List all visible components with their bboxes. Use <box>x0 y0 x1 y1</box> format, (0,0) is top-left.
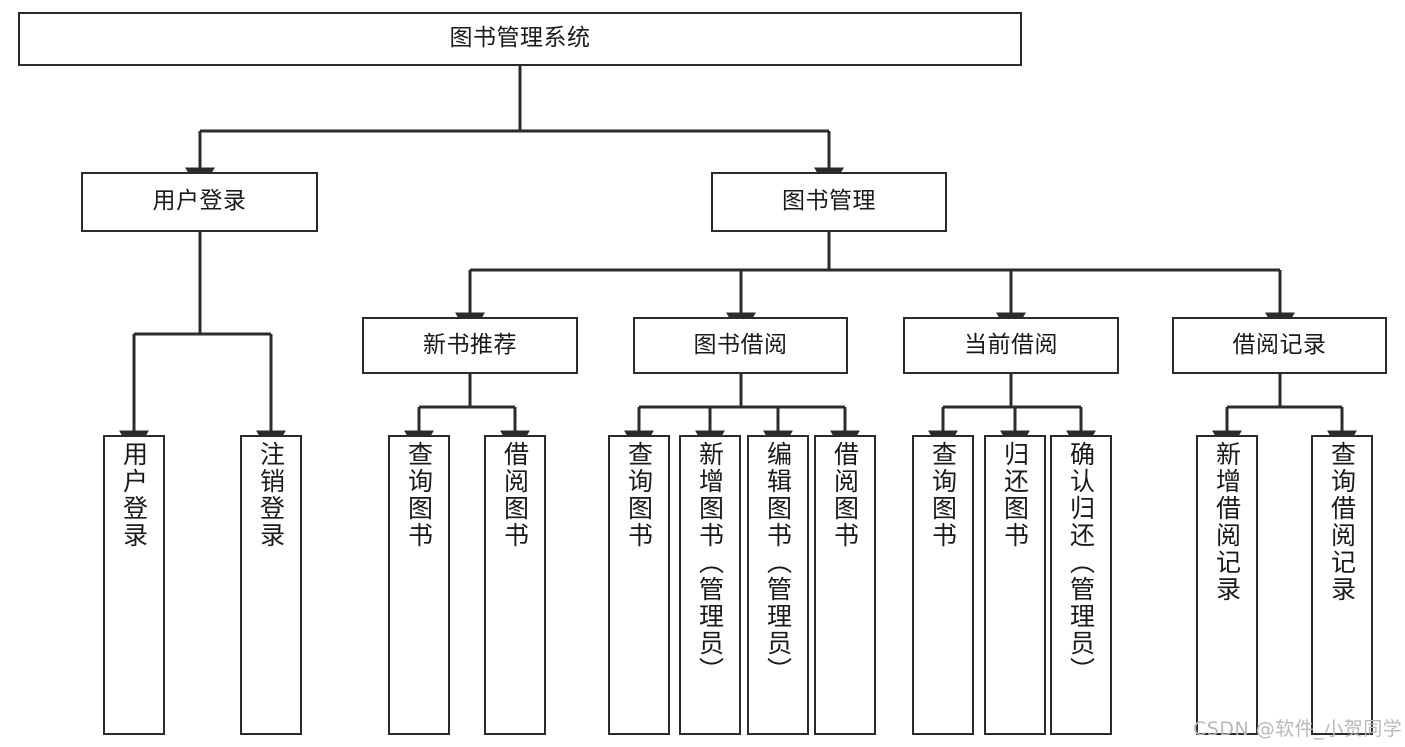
node-label: 图书借阅 <box>693 331 788 358</box>
watermark-label: CSDN @软件_小贺同学 <box>1193 718 1403 740</box>
node-label: 新增图书（管理员） <box>695 441 725 684</box>
node-label: 借阅图书 <box>830 441 860 549</box>
node-leaf-query-book-bb[interactable]: 查询图书 <box>608 435 670 735</box>
node-borrow-record[interactable]: 借阅记录 <box>1172 317 1387 374</box>
node-label: 借阅记录 <box>1232 331 1327 358</box>
node-label: 查询图书 <box>928 441 958 549</box>
node-leaf-return-book[interactable]: 归还图书 <box>984 435 1046 735</box>
node-leaf-logout[interactable]: 注销登录 <box>240 435 302 735</box>
node-label: 查询图书 <box>404 441 434 549</box>
node-label: 编辑图书（管理员） <box>763 441 793 684</box>
node-label: 新书推荐 <box>423 331 517 358</box>
node-user-login[interactable]: 用户登录 <box>81 172 318 232</box>
node-leaf-query-book-cb[interactable]: 查询图书 <box>912 435 974 735</box>
node-label: 借阅图书 <box>500 441 530 549</box>
node-label: 图书管理系统 <box>449 25 591 52</box>
node-leaf-add-book-admin[interactable]: 新增图书（管理员） <box>679 435 741 735</box>
node-leaf-borrow-book-bb[interactable]: 借阅图书 <box>814 435 876 735</box>
node-book-borrow[interactable]: 图书借阅 <box>633 317 848 374</box>
node-root[interactable]: 图书管理系统 <box>18 12 1022 66</box>
node-leaf-user-login[interactable]: 用户登录 <box>103 435 165 735</box>
node-new-book-rec[interactable]: 新书推荐 <box>362 317 578 374</box>
node-label: 当前借阅 <box>964 331 1058 358</box>
node-label: 查询借阅记录 <box>1327 441 1357 603</box>
node-leaf-query-borrow-record[interactable]: 查询借阅记录 <box>1311 435 1373 735</box>
node-label: 用户登录 <box>152 188 247 215</box>
node-leaf-borrow-book-rec[interactable]: 借阅图书 <box>484 435 546 735</box>
node-label: 图书管理 <box>782 188 876 215</box>
node-label: 确认归还（管理员） <box>1066 441 1096 684</box>
node-label: 归还图书 <box>1000 441 1030 549</box>
node-label: 用户登录 <box>119 441 149 549</box>
node-leaf-edit-book-admin[interactable]: 编辑图书（管理员） <box>747 435 809 735</box>
edge-group <box>119 66 1357 456</box>
node-leaf-query-book-rec[interactable]: 查询图书 <box>388 435 450 735</box>
node-leaf-add-borrow-record[interactable]: 新增借阅记录 <box>1196 435 1258 735</box>
node-label: 注销登录 <box>256 441 286 549</box>
node-book-manage[interactable]: 图书管理 <box>711 172 947 232</box>
node-label: 新增借阅记录 <box>1212 441 1242 603</box>
node-label: 查询图书 <box>624 441 654 549</box>
node-leaf-confirm-return-admin[interactable]: 确认归还（管理员） <box>1050 435 1112 735</box>
node-current-borrow[interactable]: 当前借阅 <box>903 317 1119 374</box>
